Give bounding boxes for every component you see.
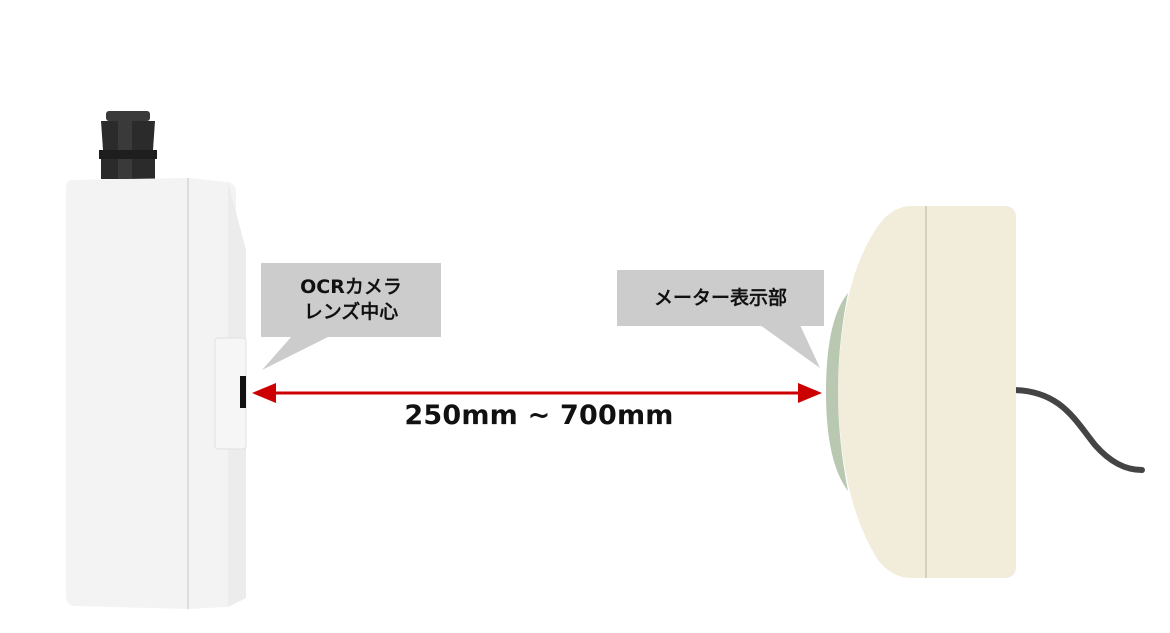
meter-callout-label: メーター表示部 — [653, 286, 787, 309]
distance-arrow-icon — [252, 383, 822, 403]
meter-display-callout: メーター表示部 — [617, 270, 824, 326]
camera-callout-tail — [262, 336, 330, 370]
meter-device-icon — [826, 206, 1145, 578]
camera-lens-icon — [240, 376, 246, 408]
cable-gland-icon — [99, 111, 157, 179]
camera-device-icon — [66, 111, 247, 609]
meter-callout-tail — [760, 325, 820, 368]
meter-display-icon — [826, 293, 848, 491]
distance-label: 250mm ~ 700mm — [404, 400, 674, 431]
camera-callout-line2: レンズ中心 — [303, 301, 399, 323]
camera-lens-callout: OCRカメラ レンズ中心 — [261, 263, 441, 337]
camera-body — [66, 178, 236, 609]
camera-callout-line1: OCRカメラ — [300, 276, 402, 298]
meter-cable — [1009, 387, 1145, 473]
